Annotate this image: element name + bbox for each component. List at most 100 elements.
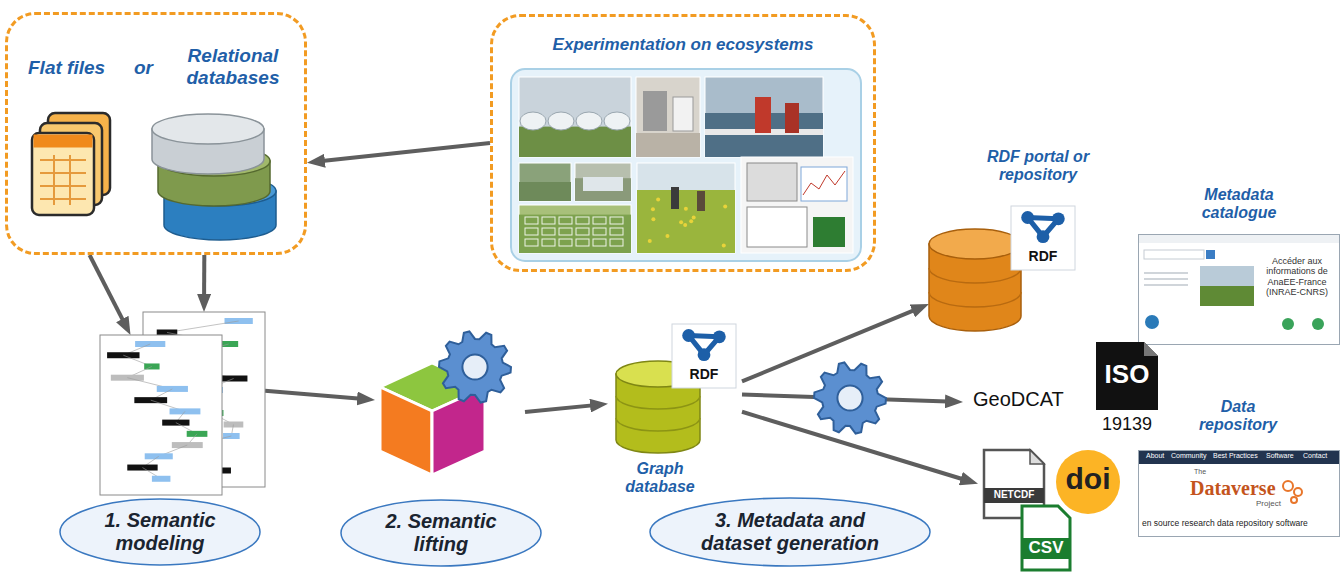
menu-item: Community bbox=[1171, 452, 1206, 460]
flower bbox=[651, 207, 655, 211]
flow-arrow bbox=[315, 143, 490, 162]
field-plot bbox=[542, 217, 555, 224]
field-plot bbox=[610, 217, 623, 224]
heading-text: Data repository bbox=[1188, 398, 1288, 435]
experiment-box: Experimentation on ecosystems bbox=[490, 14, 876, 272]
catalogue-icon bbox=[1282, 318, 1294, 330]
heading-text: or bbox=[134, 57, 153, 79]
rdf-logo-dot bbox=[713, 330, 726, 343]
field-plot bbox=[525, 228, 538, 235]
photo-plots bbox=[519, 163, 571, 201]
model-class bbox=[152, 476, 171, 482]
greenhouse-dome bbox=[604, 112, 630, 130]
photo-greenhouses-ground bbox=[519, 127, 631, 157]
file-type: NETCDF bbox=[986, 489, 1042, 501]
dataverse-logo bbox=[1283, 481, 1293, 491]
screenshot-bar bbox=[1139, 235, 1339, 243]
photo-meadow-ground bbox=[637, 190, 735, 253]
catalogue-photo-ground bbox=[1200, 286, 1254, 306]
field-plot bbox=[542, 228, 555, 235]
menu-item: Software bbox=[1266, 452, 1294, 460]
flower bbox=[689, 219, 693, 223]
semantic-modeling-step: 1. Semantic modeling bbox=[55, 300, 273, 568]
file-grid bbox=[40, 172, 86, 174]
flower bbox=[684, 207, 688, 211]
field-plot bbox=[525, 239, 538, 246]
photo-field-grid bbox=[519, 205, 631, 253]
menu-item: Contact bbox=[1303, 452, 1327, 460]
field-plot bbox=[559, 228, 572, 235]
field-plot bbox=[593, 217, 606, 224]
csv-band bbox=[1022, 538, 1070, 559]
experiment-box-art bbox=[493, 17, 879, 275]
file-grid bbox=[53, 155, 55, 205]
standard-number: 19139 bbox=[1091, 414, 1163, 435]
search-button bbox=[1206, 250, 1215, 259]
photo-tanks bbox=[575, 163, 631, 201]
field-plot bbox=[610, 239, 623, 246]
file-sheet bbox=[32, 133, 94, 215]
heading-text: RDF portal or repository bbox=[953, 148, 1123, 185]
rdf-logo-dot bbox=[1021, 211, 1034, 224]
cube-left bbox=[380, 387, 432, 475]
person bbox=[697, 191, 705, 211]
file-header bbox=[34, 135, 93, 148]
menu-item: Best Practices bbox=[1213, 452, 1258, 460]
field-plot bbox=[559, 217, 572, 224]
heading-text: Experimentation on ecosystems bbox=[493, 35, 873, 55]
doi-circle bbox=[1056, 450, 1120, 514]
model-class bbox=[220, 376, 248, 382]
screenshot-menu-bar bbox=[1139, 451, 1339, 464]
field-plot bbox=[559, 239, 572, 246]
screenshot-frame bbox=[1139, 451, 1340, 537]
screenshot-frame bbox=[1139, 235, 1340, 345]
field-plot bbox=[576, 228, 589, 235]
field-plot bbox=[610, 228, 623, 235]
field-plot bbox=[576, 239, 589, 246]
generation-step: 3. Metadata and dataset generation bbox=[648, 496, 932, 568]
lab-shelf bbox=[673, 97, 693, 131]
rdf-logo-ground bbox=[1011, 206, 1075, 270]
field-plot bbox=[542, 239, 555, 246]
step-ellipse bbox=[60, 499, 260, 565]
flow-arrow bbox=[202, 255, 206, 304]
screenshot-text: en source research data repository softw… bbox=[1142, 519, 1308, 529]
software-window bbox=[747, 207, 807, 247]
photo-meadow bbox=[637, 163, 735, 253]
flower bbox=[648, 239, 652, 243]
iso-fold bbox=[1144, 342, 1158, 356]
step-ellipse bbox=[341, 500, 541, 566]
heading-text: Flat files bbox=[28, 57, 105, 79]
portal-band bbox=[929, 292, 1021, 307]
flower bbox=[665, 234, 669, 238]
rdf-logo-ground bbox=[672, 324, 736, 388]
photo-plots-ground bbox=[519, 182, 571, 201]
model-class bbox=[157, 386, 188, 392]
tank bbox=[583, 177, 623, 191]
rdf-logo-text: RDF bbox=[1013, 248, 1073, 264]
iso-icon-text: ISO bbox=[1096, 360, 1158, 390]
greenhouse-dome bbox=[548, 112, 574, 130]
model-link bbox=[167, 321, 239, 333]
model-class bbox=[170, 408, 201, 414]
catalogue-photo bbox=[1200, 266, 1254, 306]
semantic-lifting-step: 2. Semantic lifting bbox=[335, 315, 547, 568]
lifting-gear-hole bbox=[462, 354, 487, 379]
flower bbox=[723, 204, 727, 208]
photo-lab-ground bbox=[636, 133, 700, 157]
placeholder-line bbox=[1144, 278, 1188, 280]
logo-text: Dataverse bbox=[1190, 477, 1276, 500]
csv-document bbox=[1022, 506, 1070, 570]
software-image bbox=[813, 217, 845, 247]
flower bbox=[679, 220, 683, 224]
portal-band bbox=[929, 268, 1021, 283]
model-page bbox=[100, 335, 222, 495]
greenhouse-dome bbox=[576, 112, 602, 130]
netcdf-fold bbox=[1030, 450, 1044, 464]
placeholder-line bbox=[1144, 284, 1188, 286]
step-label: 2. Semantic lifting bbox=[361, 510, 521, 556]
graph-band bbox=[616, 396, 700, 409]
software-window bbox=[747, 163, 797, 201]
rdf-logo-dot bbox=[1037, 230, 1050, 243]
